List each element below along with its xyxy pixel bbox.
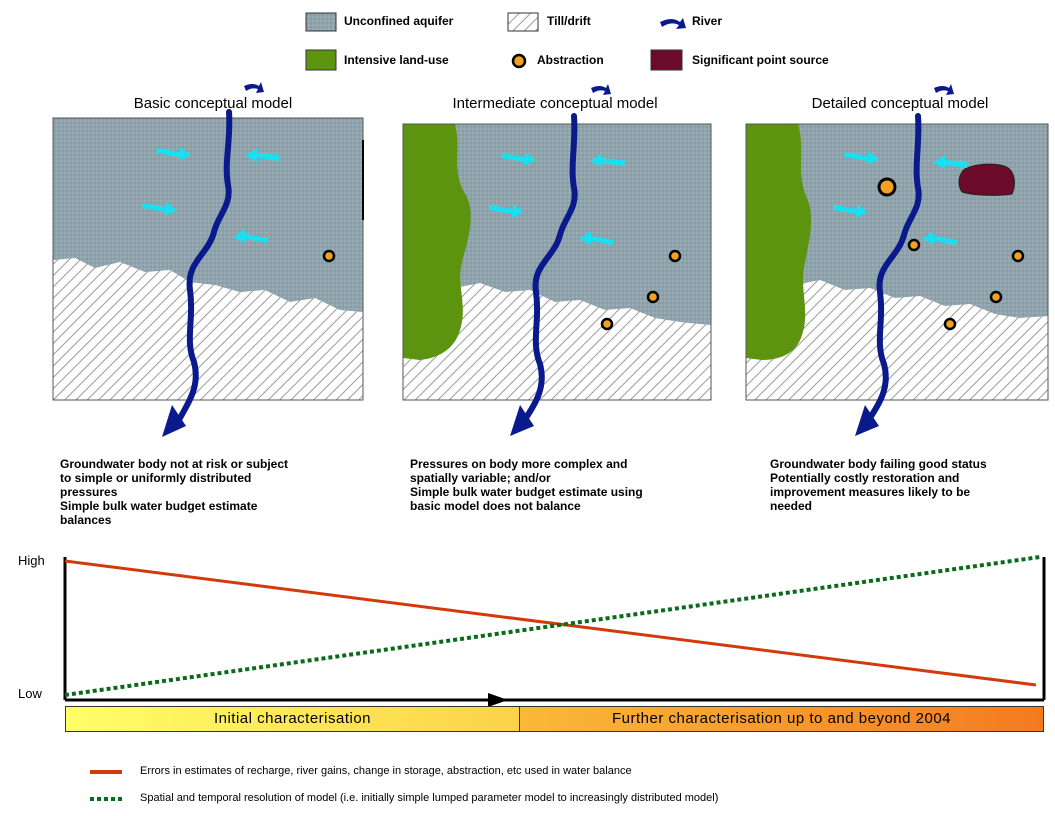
river-outlet-arrow — [510, 405, 534, 436]
river — [177, 109, 233, 421]
legend-till-swatch — [507, 12, 539, 32]
abstraction-well — [322, 249, 336, 263]
legend-aquifer-label: Unconfined aquifer — [344, 14, 454, 28]
trend-graph — [63, 555, 1046, 707]
river-source-icon — [244, 82, 264, 93]
flow-arrows — [833, 151, 968, 245]
panel-description-basic: Groundwater body not at risk or subject … — [60, 457, 289, 527]
panel-description-detailed: Groundwater body failing good status Pot… — [770, 457, 987, 513]
key — [90, 770, 124, 801]
abstraction-well — [668, 249, 682, 263]
abstraction-well — [646, 290, 660, 304]
key-errors-label: Errors in estimates of recharge, river g… — [140, 765, 632, 777]
abstraction-well — [1011, 249, 1025, 263]
legend-point-source-swatch — [650, 49, 683, 71]
intensive-land-use — [403, 124, 471, 360]
panel-title-detailed: Detailed conceptual model — [811, 95, 989, 112]
legend-river-icon — [660, 18, 686, 29]
legend — [305, 12, 686, 71]
panel-title-intermediate: Intermediate conceptual model — [452, 95, 658, 112]
errors-trend-line — [64, 559, 1037, 687]
intensive-land-use — [746, 124, 812, 360]
y-axis-high-label: High — [18, 553, 45, 568]
legend-point-source-label: Significant point source — [692, 53, 829, 67]
river — [523, 113, 578, 421]
river-outlet-arrow — [855, 405, 879, 436]
flow-arrows — [489, 152, 625, 245]
abstraction-well — [943, 317, 957, 331]
panel-intermediate-map — [402, 84, 712, 436]
legend-aquifer-swatch — [305, 12, 337, 32]
panel-detailed-map — [745, 84, 1049, 436]
stage-further-bar: Further characterisation up to and beyon… — [519, 706, 1044, 732]
legend-land-use-label: Intensive land-use — [344, 53, 449, 67]
y-axis-low-label: Low — [18, 686, 42, 701]
legend-abstraction-label: Abstraction — [537, 53, 604, 67]
x-axis-arrowhead — [488, 693, 508, 707]
panel-description-intermediate: Pressures on body more complex and spati… — [410, 457, 643, 513]
abstraction-well-large — [877, 177, 897, 197]
key-resolution-label: Spatial and temporal resolution of model… — [140, 792, 719, 804]
panel-title-basic: Basic conceptual model — [133, 95, 293, 112]
river-source-icon — [591, 84, 611, 95]
legend-till-label: Till/drift — [547, 14, 591, 28]
river — [867, 113, 922, 421]
significant-point-source — [958, 163, 1015, 196]
abstraction-well — [907, 238, 921, 252]
legend-abstraction-icon — [511, 53, 527, 69]
abstraction-well — [989, 290, 1003, 304]
river-outlet-arrow — [162, 405, 186, 437]
river-source-icon — [934, 84, 954, 95]
legend-river-label: River — [692, 14, 723, 28]
resolution-trend-line — [64, 555, 1041, 697]
panel-basic-map — [52, 82, 364, 437]
legend-land-use-swatch — [305, 49, 337, 71]
stage-initial-bar: Initial characterisation — [65, 706, 520, 732]
abstraction-well — [600, 317, 614, 331]
flow-arrows — [142, 147, 280, 243]
